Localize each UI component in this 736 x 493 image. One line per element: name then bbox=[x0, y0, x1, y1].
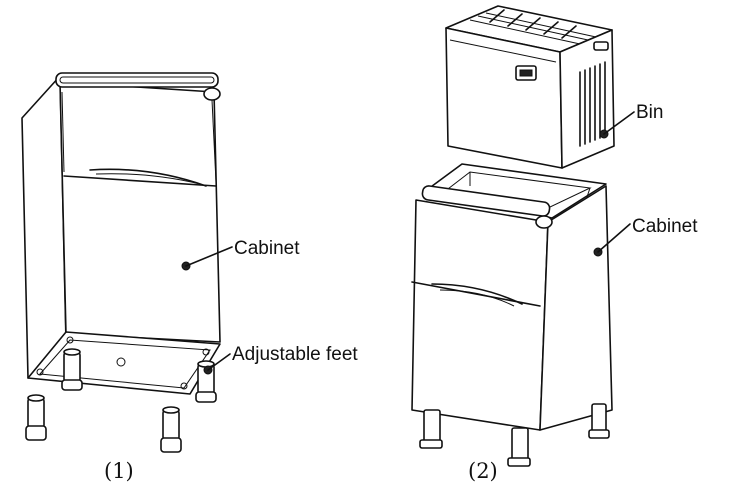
cabinet-1-callout-line bbox=[185, 246, 233, 267]
bin-drawing bbox=[445, 5, 615, 169]
cabinet-2-label: Cabinet bbox=[632, 216, 698, 237]
bin-side-vents bbox=[579, 61, 606, 147]
foot-4 bbox=[160, 406, 182, 453]
figure-2-caption: (2) bbox=[468, 459, 498, 483]
cabinet-2-callout-line bbox=[597, 223, 631, 253]
cabinet-1-drawing bbox=[21, 72, 221, 395]
cabinet-1-label: Cabinet bbox=[234, 238, 300, 259]
figure-1: Cabinet Adjustable feet (1) bbox=[21, 72, 358, 483]
bin-label: Bin bbox=[636, 102, 663, 123]
figure-1-caption: (1) bbox=[104, 459, 134, 483]
bin-top-grille bbox=[469, 9, 597, 45]
feet-callout-line bbox=[207, 353, 231, 371]
figure-2: Bin Cabinet (2) bbox=[411, 5, 698, 483]
foot-1 bbox=[61, 348, 83, 391]
feet-label: Adjustable feet bbox=[232, 344, 358, 365]
cabinet-2-drawing bbox=[411, 163, 613, 467]
bin-callout-line bbox=[603, 111, 635, 135]
foot-3 bbox=[25, 394, 47, 441]
